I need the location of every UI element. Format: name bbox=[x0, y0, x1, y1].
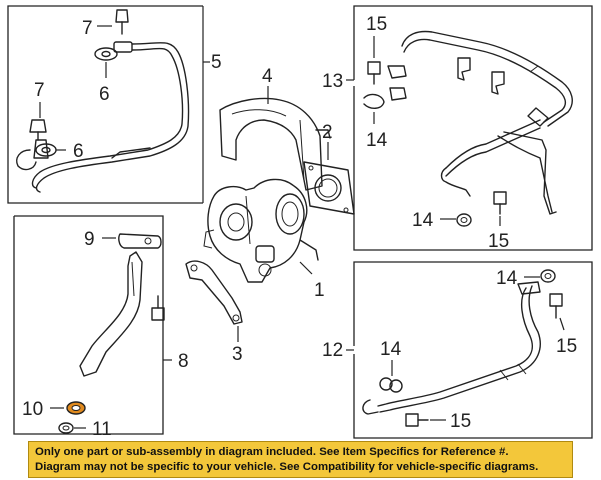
callout-14-top: 14 bbox=[366, 130, 388, 151]
washer-14-lower-top bbox=[540, 269, 556, 283]
heat-shield bbox=[219, 97, 331, 191]
callout-1: 1 bbox=[314, 280, 325, 301]
highlighted-gasket-10 bbox=[66, 401, 86, 415]
gasket-11 bbox=[58, 422, 74, 434]
bolt-15-lower-bottom bbox=[405, 413, 429, 427]
callout-11: 11 bbox=[92, 419, 112, 440]
callout-14-lower-top: 14 bbox=[496, 268, 518, 289]
coolant-pipe-upper bbox=[401, 30, 573, 127]
box-coolant-return-pipe bbox=[346, 261, 593, 439]
compatibility-notice: Only one part or sub-assembly in diagram… bbox=[28, 441, 573, 478]
callout-12: 12 bbox=[322, 340, 343, 361]
callout-3: 3 bbox=[232, 344, 243, 365]
oil-return-pipe bbox=[79, 233, 162, 377]
callout-7-top: 7 bbox=[82, 18, 93, 39]
box-coolant-pipe bbox=[346, 5, 593, 251]
callout-15-lower-bottom: 15 bbox=[450, 411, 471, 432]
bolt-7-top bbox=[115, 9, 129, 35]
callout-14-mid: 14 bbox=[412, 210, 434, 231]
box-oil-return-pipe bbox=[13, 215, 172, 435]
washer-14-mid bbox=[456, 213, 472, 227]
box-oil-feed-pipe bbox=[7, 5, 210, 204]
callout-15-lower: 15 bbox=[556, 336, 577, 357]
coolant-pipe-lower bbox=[440, 119, 557, 215]
callout-10: 10 bbox=[22, 399, 43, 420]
callout-6-top: 6 bbox=[99, 84, 110, 105]
callout-6-left: 6 bbox=[73, 141, 84, 162]
callout-14-lower-left: 14 bbox=[380, 339, 402, 360]
callout-15-top: 15 bbox=[366, 14, 387, 35]
bolt-oil-return bbox=[151, 295, 165, 321]
turbocharger bbox=[203, 178, 319, 283]
bolt-15-mid bbox=[493, 191, 507, 215]
bolt-15-top bbox=[367, 61, 381, 85]
callout-5: 5 bbox=[211, 52, 222, 73]
clip-14-top bbox=[363, 93, 385, 109]
callout-2: 2 bbox=[322, 122, 333, 143]
gasket-6-top bbox=[94, 47, 118, 61]
washer-14-lower-left bbox=[379, 377, 403, 393]
callout-4: 4 bbox=[262, 66, 273, 87]
notice-line-1: Only one part or sub-assembly in diagram… bbox=[35, 446, 509, 458]
bolt-7-left bbox=[29, 119, 47, 141]
turbo-bracket bbox=[185, 260, 243, 325]
bolt-15-lower-top bbox=[549, 293, 563, 319]
callout-15-mid: 15 bbox=[488, 231, 509, 252]
callout-7-left: 7 bbox=[34, 80, 45, 101]
callout-8: 8 bbox=[178, 351, 189, 372]
notice-line-2: Diagram may not be specific to your vehi… bbox=[35, 461, 539, 473]
callout-9: 9 bbox=[84, 229, 95, 250]
oil-feed-pipe bbox=[16, 41, 190, 193]
callout-13: 13 bbox=[322, 71, 343, 92]
fittings-13-top bbox=[387, 57, 505, 101]
coolant-return-pipe bbox=[362, 281, 541, 415]
